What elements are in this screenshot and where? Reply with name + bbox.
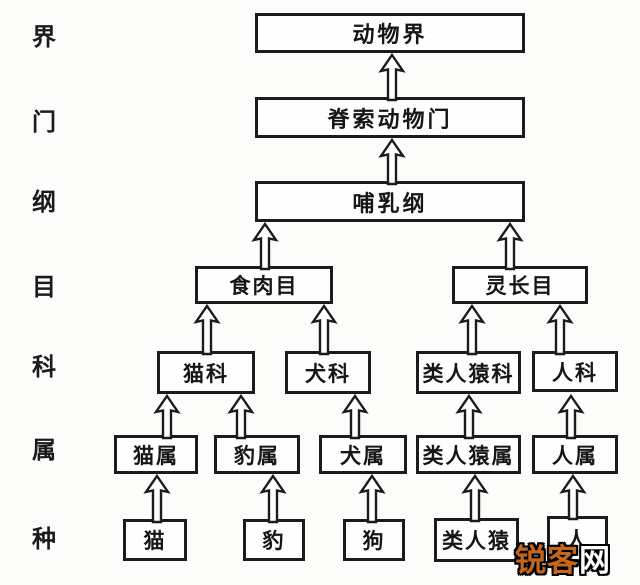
up-arrow-icon [458,303,486,356]
node-genus-leopard: 豹属 [214,435,300,474]
rank-label-kingdom: 界 [32,23,56,51]
node-species-leopard: 豹 [243,519,305,561]
up-arrow-icon [461,473,489,523]
up-arrow-icon [251,221,279,271]
node-class: 哺乳纲 [255,181,525,222]
site-watermark: 锐客网 [515,535,611,580]
rank-label-family: 科 [32,353,56,381]
node-genus-dog: 犬属 [319,435,407,474]
up-arrow-icon [341,393,369,440]
up-arrow-icon [193,303,221,356]
node-species-ape: 类人猿 [434,518,519,562]
up-arrow-icon [557,393,585,440]
node-genus-cat: 猫属 [114,435,198,474]
up-arrow-icon [143,473,171,524]
up-arrow-icon [546,303,574,356]
rank-label-genus: 属 [32,436,56,464]
node-kingdom: 动物界 [255,13,525,53]
up-arrow-icon [378,52,406,102]
node-species-cat: 猫 [123,519,187,561]
node-family-canidae: 犬科 [285,351,371,394]
rank-label-order: 目 [32,273,56,301]
watermark-text-primary: 锐客 [515,543,579,579]
node-family-felidae: 猫科 [157,351,255,394]
watermark-text-secondary: 网 [579,543,611,579]
up-arrow-icon [153,393,181,440]
node-genus-human: 人属 [532,435,618,474]
node-family-apes: 类人猿科 [416,351,521,394]
node-family-hominidae: 人科 [532,351,618,392]
up-arrow-icon [310,303,338,356]
up-arrow-icon [455,393,483,440]
node-order-carnivora: 食肉目 [195,266,333,304]
up-arrow-icon [378,137,406,186]
node-species-dog: 狗 [343,519,405,561]
up-arrow-icon [496,221,524,271]
up-arrow-icon [358,473,386,524]
rank-label-class: 纲 [32,188,56,216]
node-order-primates: 灵长目 [452,266,588,304]
up-arrow-icon [559,473,587,521]
up-arrow-icon [227,393,255,440]
node-genus-ape: 类人猿属 [416,435,521,474]
up-arrow-icon [259,473,287,524]
rank-label-species: 种 [32,525,56,553]
rank-label-phylum: 门 [32,108,56,136]
node-phylum: 脊索动物门 [255,97,525,138]
